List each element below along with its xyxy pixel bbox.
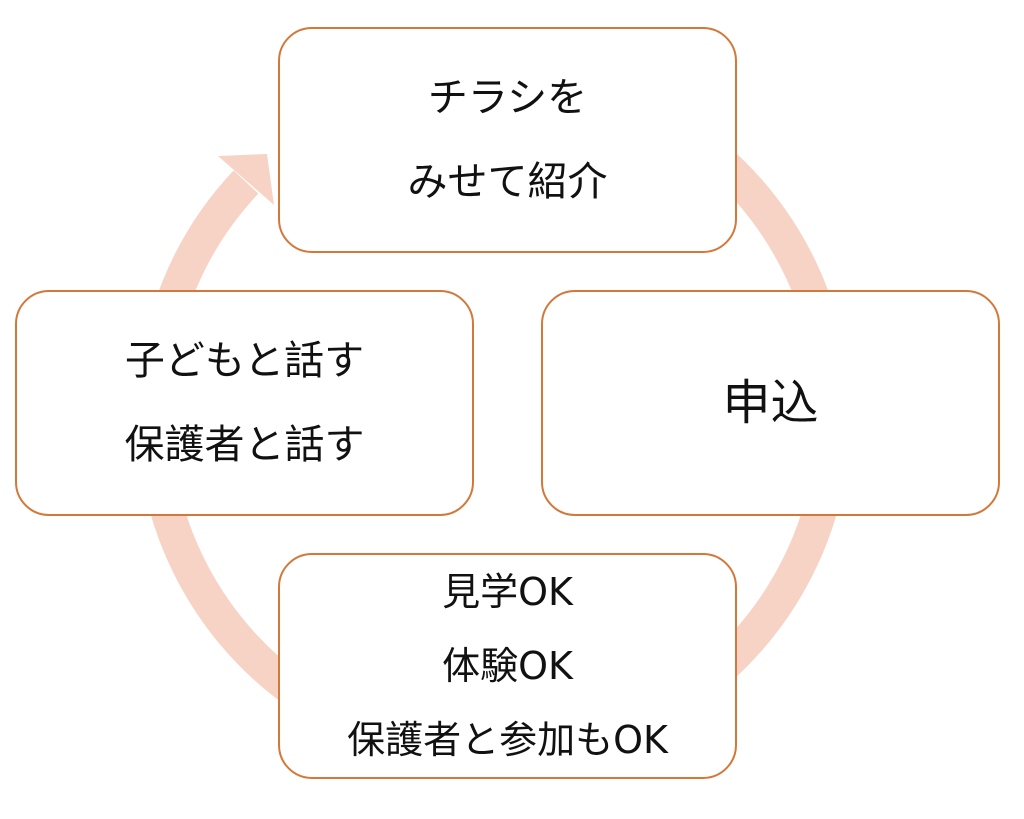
step-talk: 子どもと話す 保護者と話す xyxy=(15,290,474,516)
step-trial-visit: 見学OK 体験OK 保護者と参加もOK xyxy=(278,553,737,779)
step-text: 保護者と話す xyxy=(124,422,365,468)
step-application: 申込 xyxy=(541,290,1000,516)
cycle-arrowhead-icon xyxy=(218,154,274,205)
step-text: チラシを xyxy=(427,75,588,121)
step-text: 子どもと話す xyxy=(124,338,365,384)
step-text: 保護者と参加もOK xyxy=(347,718,668,762)
step-text: 見学OK xyxy=(442,570,573,614)
step-text: みせて紹介 xyxy=(407,159,608,205)
step-text: 申込 xyxy=(722,375,819,431)
step-flyer-introduction: チラシを みせて紹介 xyxy=(278,27,737,253)
step-text: 体験OK xyxy=(442,644,573,688)
